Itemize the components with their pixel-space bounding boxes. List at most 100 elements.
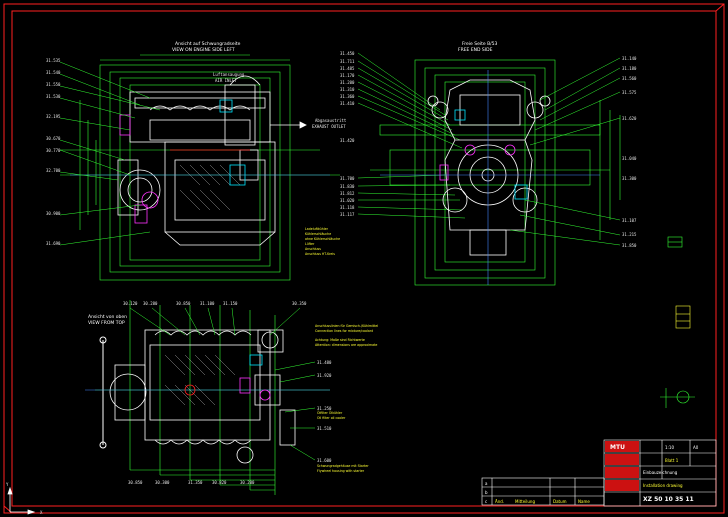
label-left-5: 32.195 (46, 114, 61, 119)
top-view-title: Ansicht von oben (88, 314, 127, 320)
front-view-right-labels: 31.140 31.180 31.560 31.575 31.620 31.10… (622, 56, 637, 248)
label-top-right-4: 31.510 (317, 426, 332, 431)
top-note-5: Ölfilter Ölkühler (317, 410, 343, 415)
label-front-5: 31.620 (622, 116, 637, 121)
label-bottom-5: 30.200 (240, 480, 255, 485)
top-view-top-labels: 30.120 30.280 30.850 31.100 31.150 30.35… (123, 301, 307, 306)
rev-header-name: Name (578, 499, 590, 504)
inlet-sub: AIR INLET (215, 78, 237, 83)
label-mid-11: 31.830 (340, 184, 355, 189)
middle-labels: 31.450 31.711 31.485 31.170 31.200 31.31… (340, 51, 355, 217)
title-block (603, 439, 717, 507)
middle-leaders (357, 52, 466, 219)
side-view-left-labels: 31.535 31.540 31.550 31.530 32.195 30.67… (46, 58, 61, 246)
front-view-cyan-parts (454, 109, 528, 200)
label-front-1: 31.140 (622, 56, 637, 61)
label-top-2: 30.280 (143, 301, 158, 306)
detail-symbol-3 (660, 388, 695, 408)
rev-header-change: Änd. (495, 499, 504, 504)
label-mid-1: 31.450 (340, 51, 355, 56)
top-view-leaders (129, 307, 316, 461)
front-view-dimensions (370, 59, 621, 286)
label-left-3: 31.550 (46, 82, 61, 87)
label-top-6: 30.350 (292, 301, 307, 306)
label-mid-9: 31.420 (340, 138, 355, 143)
flywheel-spokes (99, 336, 107, 449)
label-mid-4: 31.170 (340, 73, 355, 78)
sheet-value: Blatt 1 (665, 458, 679, 463)
ucs-y-label: Y (6, 482, 9, 487)
top-note-8: Flywheel housing with starter (317, 469, 365, 473)
detail-symbol-1 (667, 236, 683, 248)
top-note-6: Oil filter oil cooler (317, 416, 346, 420)
label-left-9: 30.900 (46, 211, 61, 216)
label-left-7: 30.770 (46, 148, 61, 153)
label-front-4: 31.575 (622, 90, 637, 95)
top-note-4: Attention: dimensions are approximate (315, 343, 377, 347)
label-mid-15: 31.117 (340, 212, 355, 217)
label-mid-13: 31.020 (340, 198, 355, 203)
label-left-2: 31.540 (46, 70, 61, 75)
label-front-10: 31.300 (622, 176, 637, 181)
rev-header-date: Datum (553, 499, 567, 504)
rev-row-c: c (485, 499, 487, 504)
label-left-8: 32.700 (46, 168, 61, 173)
side-note-4: Lüfter (305, 242, 315, 246)
side-view-engine-outline (117, 75, 276, 246)
front-view-title: Freie Seite B/53 (462, 41, 498, 47)
label-front-6: 31.107 (622, 218, 637, 223)
side-note-6: Anschluss HT-Kreis (305, 252, 335, 256)
label-bottom-2: 30.300 (155, 480, 170, 485)
top-view-red-circle (184, 384, 196, 396)
top-note-7: Schwungradgehäuse mit Starter (317, 464, 369, 468)
label-bottom-4: 30.820 (212, 480, 227, 485)
label-mid-7: 31.360 (340, 94, 355, 99)
exhaust-sub: EXHAUST OUTLET (312, 124, 346, 129)
label-bottom-3: 31.350 (188, 480, 203, 485)
label-left-4: 31.530 (46, 94, 61, 99)
label-mid-10: 31.700 (340, 176, 355, 181)
label-top-4: 31.100 (200, 301, 215, 306)
front-view (370, 57, 621, 286)
top-view (85, 300, 330, 495)
label-mid-3: 31.485 (340, 66, 355, 71)
side-view-subtitle: VIEW ON ENGINE SIDE LEFT (172, 47, 235, 53)
top-view-hatch (164, 354, 236, 406)
label-top-right-1: 31.480 (317, 360, 332, 365)
label-bottom-1: 30.850 (128, 480, 143, 485)
side-view-hatch (179, 164, 241, 211)
title-block-red-fields (605, 441, 639, 491)
ucs-icon (7, 486, 36, 515)
label-front-2: 31.180 (622, 66, 637, 71)
top-view-right-labels: 31.480 31.920 31.250 31.510 31.600 (317, 360, 332, 463)
drawing-title: Einbauzeichnung (643, 470, 678, 475)
label-top-3: 30.850 (176, 301, 191, 306)
title-block-text: MTU 1:10 A0 Blatt 1 Einbauzeichnung Inst… (610, 444, 699, 503)
format-value: A0 (693, 445, 699, 450)
label-mid-2: 31.711 (340, 59, 355, 64)
top-view-dimensions (95, 300, 330, 495)
label-top-1: 30.120 (123, 301, 138, 306)
top-view-subtitle: VIEW FROM TOP (88, 320, 125, 326)
label-front-7: 31.215 (622, 232, 637, 237)
label-mid-6: 31.310 (340, 87, 355, 92)
top-view-engine-outline (109, 329, 296, 464)
front-view-leaders (509, 57, 621, 246)
top-note-2: Connection lines for mixture/coolant (315, 329, 374, 333)
label-top-right-3: 31.250 (317, 406, 332, 411)
inlet-label: Luftansaugung (213, 72, 245, 77)
company-name: MTU (610, 444, 625, 451)
side-view-leaders (59, 61, 161, 246)
top-view-bottom-labels: 30.850 30.300 31.350 30.820 30.200 (128, 480, 255, 485)
top-note-1: Anschlusslinien für Gemisch-/Kühlmittel (315, 324, 378, 328)
label-mid-14: 31.118 (340, 205, 355, 210)
side-view-cyan-parts (219, 99, 246, 186)
side-view (59, 54, 340, 281)
side-view-magenta-parts (119, 114, 159, 224)
top-view-notes: Anschlusslinien für Gemisch-/Kühlmittel … (315, 324, 378, 473)
rev-row-a: a (485, 481, 488, 486)
front-view-engine-outline (427, 79, 551, 256)
exhaust-arrow (270, 121, 307, 129)
label-mid-12: 31.812 (340, 191, 355, 196)
